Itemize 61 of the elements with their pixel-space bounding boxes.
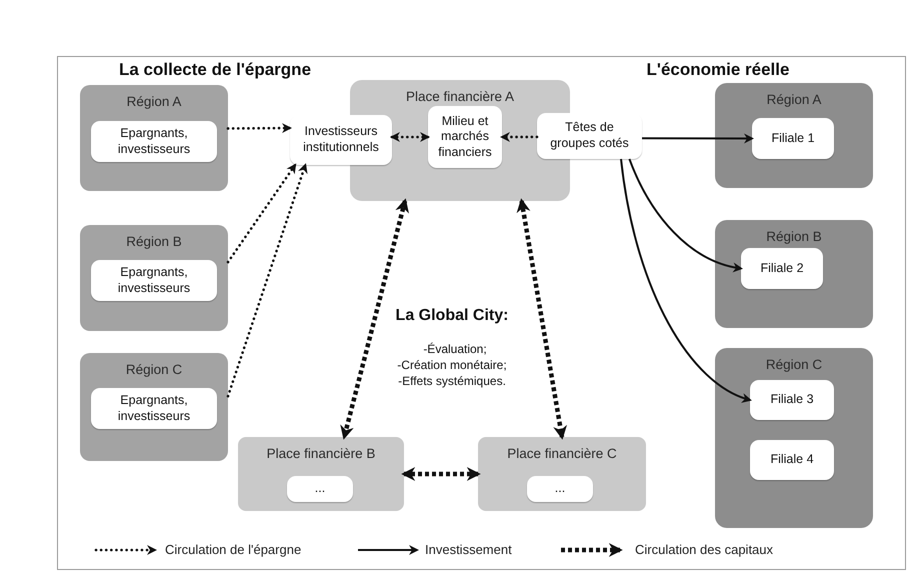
arrow: [516, 198, 567, 440]
section-heading: La collecte de l'épargne: [118, 60, 312, 80]
arrow: [401, 467, 481, 481]
actor-box: [287, 476, 353, 502]
actor-box: [91, 121, 217, 162]
box-heading: Place financière B: [266, 446, 376, 461]
legend-text: Circulation de l'épargne: [165, 542, 302, 557]
arrow: [340, 198, 409, 440]
arrow: [226, 123, 292, 134]
legend-text: Investissement: [425, 542, 512, 557]
box-text: Epargnants, investisseurs: [116, 126, 192, 158]
box-text: Investisseurs institutionnels: [302, 124, 380, 156]
box-text: Filiale 4: [770, 452, 814, 468]
actor-box: [537, 113, 642, 159]
box-text: Filiale 1: [771, 130, 815, 146]
actor-box: [752, 118, 834, 159]
box-heading: Région B: [126, 234, 182, 249]
actor-box: [527, 476, 593, 502]
actor-box: [750, 440, 834, 480]
box-heading: Région C: [766, 357, 822, 372]
box-text: ...: [314, 481, 326, 497]
region-box: [80, 85, 228, 191]
box-heading: Région B: [766, 229, 822, 244]
box-heading: Région A: [766, 92, 822, 107]
box-heading: Place financière A: [406, 89, 514, 104]
box-text: Epargnants, investisseurs: [116, 264, 192, 296]
list-item: -Création monétaire;: [397, 358, 507, 372]
arrow: [500, 132, 538, 142]
financial-center-box: [478, 437, 646, 511]
arrow: [628, 158, 743, 272]
box-text: Milieu et marchés financiers: [437, 114, 493, 160]
section-heading: La Global City:: [396, 307, 508, 325]
box-text: Epargnants, investisseurs: [116, 392, 192, 424]
box-text: Têtes de groupes cotés: [549, 120, 630, 152]
arrow: [642, 133, 754, 144]
arrow: [226, 163, 308, 398]
section-heading: L'économie réelle: [646, 60, 790, 80]
actor-box: [290, 115, 392, 165]
box-text: Filiale 2: [760, 260, 804, 276]
box-text: Filiale 3: [770, 392, 814, 408]
region-box: [715, 220, 873, 328]
arrow: [226, 163, 296, 264]
region-box: [715, 83, 873, 188]
region-box: [80, 353, 228, 461]
actor-box: [428, 106, 502, 168]
arrow: [390, 132, 430, 142]
list-item: -Évaluation;: [423, 342, 487, 356]
actor-box: [741, 248, 823, 289]
actor-box: [91, 388, 217, 429]
legend-text: Circulation des capitaux: [635, 542, 774, 557]
list-item: -Effets systémiques.: [398, 374, 506, 388]
financial-center-box: [238, 437, 404, 511]
region-box: [80, 225, 228, 331]
box-heading: Région A: [126, 94, 182, 109]
box-heading: Région C: [126, 362, 182, 377]
actor-box: [750, 380, 834, 420]
arrow: [620, 158, 752, 402]
box-heading: Place financière C: [507, 446, 617, 461]
region-box: [715, 348, 873, 528]
box-text: ...: [554, 481, 566, 497]
actor-box: [91, 260, 217, 301]
